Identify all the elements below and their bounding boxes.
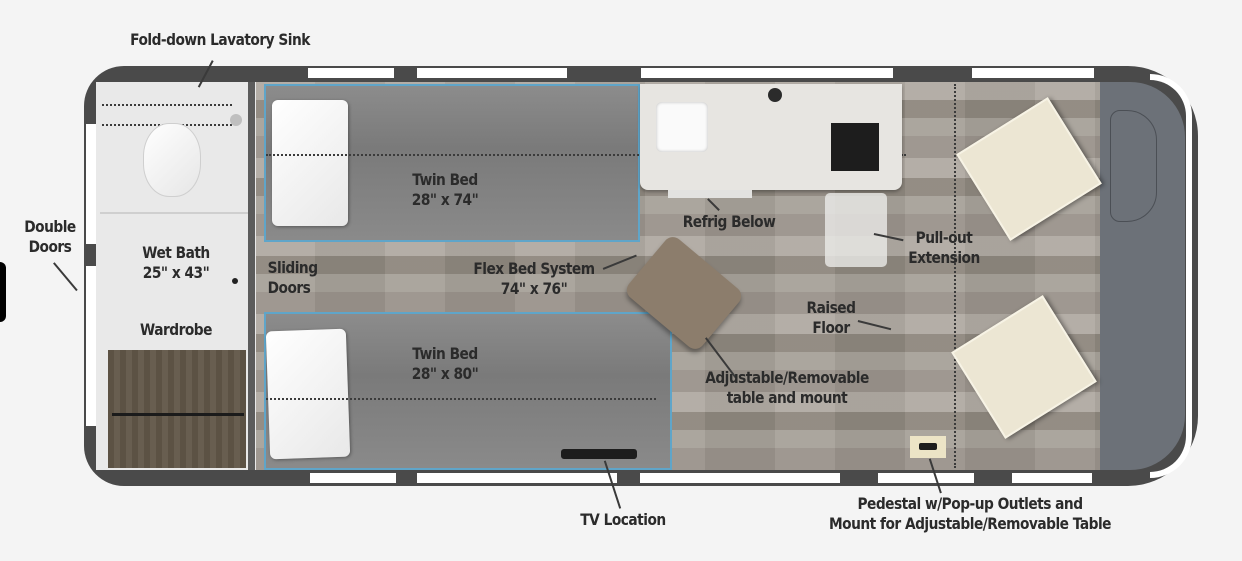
window: [308, 68, 394, 78]
raised-floor-line: [954, 84, 956, 468]
divider: [100, 212, 248, 214]
pillow: [272, 100, 348, 226]
window: [1012, 473, 1092, 483]
window: [417, 68, 567, 78]
kitchen-sink: [656, 102, 708, 152]
dashboard: [1110, 110, 1157, 222]
lavatory-sink: [230, 114, 242, 126]
window: [641, 68, 893, 78]
refrigerator: [668, 190, 752, 198]
wardrobe-rod: [112, 413, 244, 416]
label-tv: TV Location: [580, 510, 666, 529]
label-fold-down-sink: Fold-down Lavatory Sink: [130, 30, 310, 49]
leader-line: [53, 262, 78, 291]
window: [640, 473, 840, 483]
window: [310, 473, 396, 483]
drain: [232, 278, 238, 284]
dotted-outline: [266, 398, 656, 400]
dotted-outline: [102, 104, 232, 106]
rear-door-window: [86, 124, 96, 244]
induction-cooktop: [831, 123, 879, 171]
driver-cab: [1100, 82, 1185, 470]
rear-door-window: [86, 266, 96, 426]
pedestal: [910, 436, 946, 458]
bath-wall: [248, 82, 255, 470]
window: [972, 68, 1094, 78]
toilet: [143, 123, 201, 197]
tv: [561, 449, 637, 459]
label-refrig: Refrig Below: [682, 212, 776, 231]
pillow: [265, 328, 351, 460]
wardrobe: [108, 350, 246, 468]
dotted-outline: [266, 154, 906, 156]
edge-tab: [0, 262, 6, 322]
window: [417, 473, 617, 483]
label-wardrobe: Wardrobe: [140, 320, 212, 339]
pull-out-extension: [825, 193, 887, 267]
faucet-hole: [768, 88, 782, 102]
window: [878, 473, 974, 483]
